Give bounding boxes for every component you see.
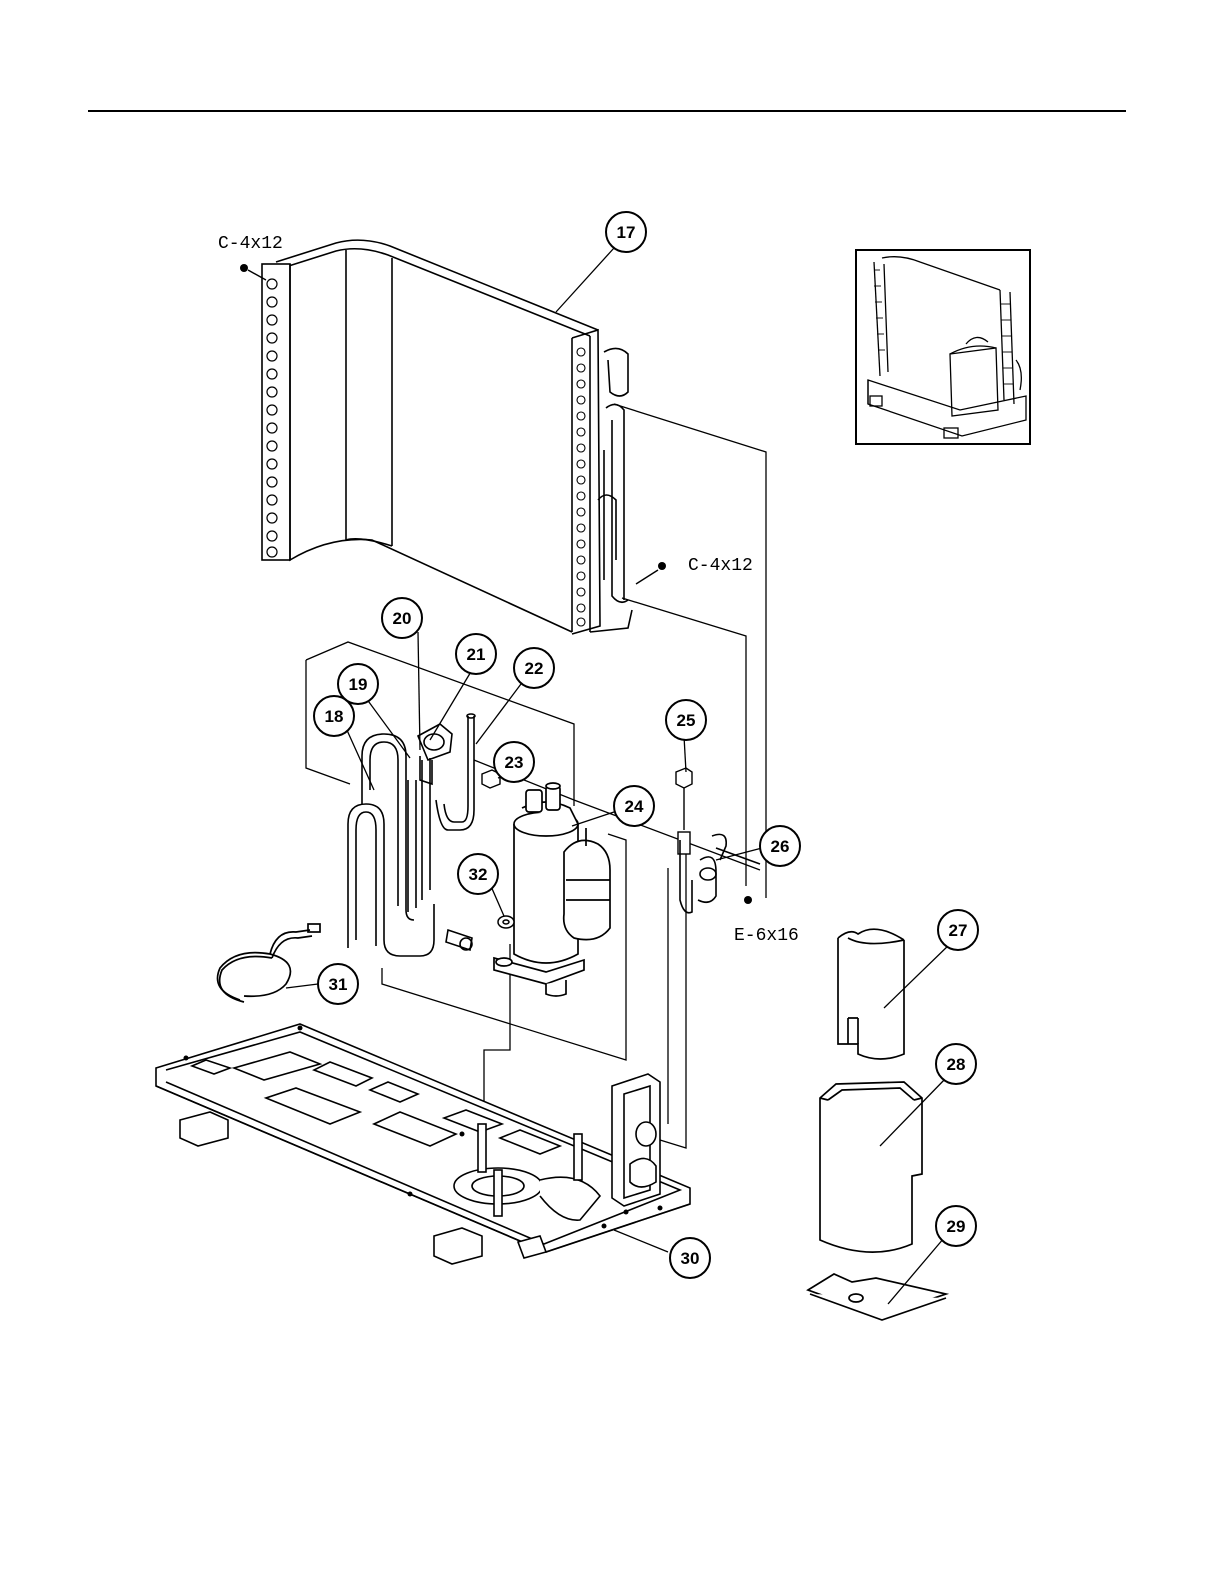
svg-text:32: 32 <box>469 865 488 884</box>
cover-28 <box>820 1082 922 1252</box>
screw-e6x16 <box>744 896 752 904</box>
assembly-reference-lines <box>306 404 766 1148</box>
power-cord-31 <box>218 924 321 1002</box>
callout-23: 23 <box>494 742 534 782</box>
svg-text:20: 20 <box>393 609 412 628</box>
assembled-view-inset <box>856 250 1030 444</box>
callout-17: 17 <box>606 212 646 252</box>
svg-text:18: 18 <box>325 707 344 726</box>
screw-label-top-left: C-4x12 <box>218 234 283 254</box>
callout-29: 29 <box>936 1206 976 1246</box>
svg-text:30: 30 <box>681 1249 700 1268</box>
callout-24: 24 <box>614 786 654 826</box>
screw-label-valve-right: E-6x16 <box>734 926 799 946</box>
svg-text:26: 26 <box>771 837 790 856</box>
svg-text:19: 19 <box>349 675 368 694</box>
callout-26: 26 <box>760 826 800 866</box>
base-pan-30 <box>156 1024 690 1264</box>
coil-tube-ends-right <box>577 348 585 626</box>
callout-25: 25 <box>666 700 706 740</box>
svg-text:29: 29 <box>947 1217 966 1236</box>
svg-text:31: 31 <box>329 975 348 994</box>
callout-32: 32 <box>458 854 498 894</box>
compressor <box>494 783 610 996</box>
screw-c4x12-coil <box>636 562 666 584</box>
screw-label-coil-right: C-4x12 <box>688 556 753 576</box>
condenser-coil <box>262 240 632 634</box>
callout-20: 20 <box>382 598 422 638</box>
svg-text:22: 22 <box>525 659 544 678</box>
svg-text:25: 25 <box>677 711 696 730</box>
callout-30: 30 <box>670 1238 710 1278</box>
callout-27: 27 <box>938 910 978 950</box>
callout-19: 19 <box>338 664 378 704</box>
piping-assembly <box>348 714 475 956</box>
cover-27 <box>838 929 904 1059</box>
cover-29 <box>808 1274 946 1320</box>
callout-21: 21 <box>456 634 496 674</box>
svg-text:24: 24 <box>625 797 644 816</box>
grommet-32 <box>498 916 514 928</box>
callout-28: 28 <box>936 1044 976 1084</box>
svg-text:21: 21 <box>467 645 486 664</box>
fitting-25 <box>676 768 692 854</box>
svg-text:27: 27 <box>949 921 968 940</box>
svg-text:17: 17 <box>617 223 636 242</box>
svg-text:23: 23 <box>505 753 524 772</box>
callout-31: 31 <box>318 964 358 1004</box>
callout-22: 22 <box>514 648 554 688</box>
svg-text:28: 28 <box>947 1055 966 1074</box>
